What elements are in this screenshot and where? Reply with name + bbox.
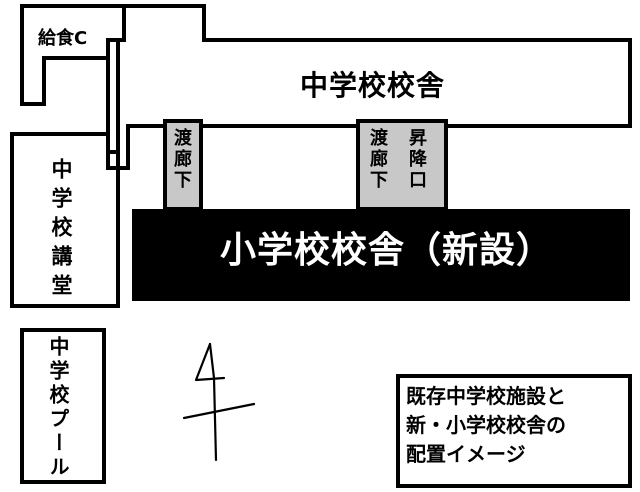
chugaku-kodo-building (10, 132, 120, 308)
kyushoku-center-label: 給食C (38, 28, 88, 49)
chugaku-pool (20, 328, 106, 484)
chugaku-main-label: 中学校校舎 (300, 69, 446, 102)
chugaku-main-building (116, 4, 632, 170)
watari-roka-shokoguchi-block (356, 119, 448, 211)
shogaku-new-label: 小学校校舎（新設） (220, 230, 554, 271)
legend-line-3: 配置イメージ (406, 442, 526, 466)
watari-roka-2-label: 渡廊下 (367, 128, 388, 191)
watari-roka-1-label: 渡廊下 (171, 128, 192, 191)
shogaku-new-building (132, 209, 630, 301)
legend-line-1: 既存中学校施設と (406, 384, 566, 408)
legend-box (396, 374, 632, 488)
chugaku-kodo-label: 中学校講堂 (49, 158, 73, 303)
chugaku-pool-label: 中学校プール (46, 336, 70, 480)
north-arrow-icon (182, 342, 256, 462)
shokoguchi-label: 昇降口 (406, 128, 427, 191)
legend: 既存中学校施設と 新・小学校校舎の 配置イメージ (406, 382, 616, 469)
legend-line-2: 新・小学校校舎の (406, 413, 566, 437)
